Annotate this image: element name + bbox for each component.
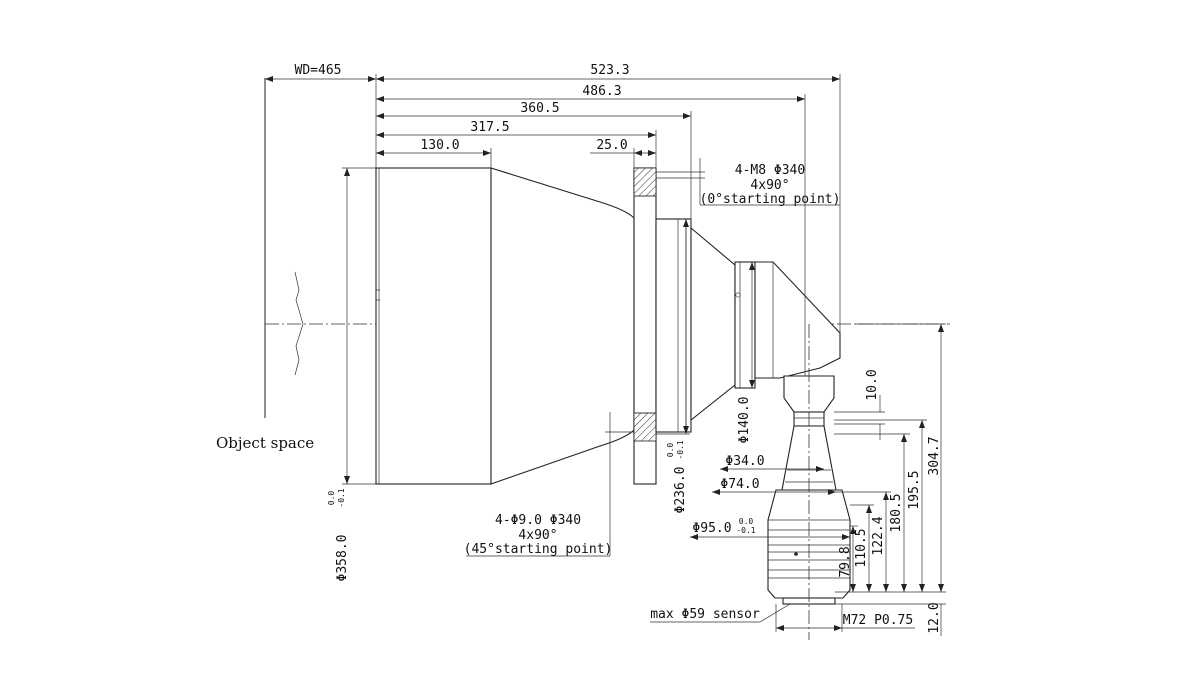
label-486: 486.3	[582, 84, 621, 99]
dim-358	[342, 167, 376, 485]
label-304: 304.7	[927, 436, 942, 475]
label-mount-top-1: 4-M8 Φ340	[735, 163, 805, 178]
dim-thread	[775, 604, 915, 632]
tol-95-bottom: -0.1	[736, 526, 755, 535]
label-140: Φ140.0	[737, 397, 752, 444]
sensor-leader	[650, 603, 791, 623]
label-74: Φ74.0	[720, 477, 759, 492]
dim-110	[850, 504, 874, 592]
label-object-space: Object space	[216, 434, 314, 452]
label-358: Φ358.0	[335, 535, 350, 582]
label-236: Φ236.0	[673, 467, 688, 514]
label-95: Φ95.0	[692, 521, 731, 536]
label-10: 10.0	[865, 369, 880, 400]
label-79: 79.8	[838, 546, 853, 577]
mount-top-leader	[656, 158, 840, 206]
label-mount-top-3: (0°starting point)	[700, 192, 841, 207]
label-317: 317.5	[470, 120, 509, 135]
rear-body	[655, 218, 736, 433]
label-holes-2: 4x90°	[518, 528, 557, 543]
prism-housing	[734, 261, 841, 389]
dim-130	[376, 148, 492, 168]
dim-122	[836, 491, 891, 592]
label-holes-3: (45°starting point)	[464, 542, 613, 557]
label-110: 110.5	[854, 528, 869, 567]
label-523: 523.3	[590, 63, 629, 78]
vertical-optics	[767, 324, 851, 640]
lens-front-barrel	[375, 167, 492, 485]
label-thread: M72 P0.75	[843, 613, 913, 628]
object-plane	[264, 78, 304, 418]
label-mount-top-2: 4x90°	[750, 178, 789, 193]
label-wd: WD=465	[295, 63, 342, 78]
label-sensor: max Φ59 sensor	[650, 607, 760, 622]
label-34: Φ34.0	[725, 454, 764, 469]
dim-486	[376, 94, 806, 376]
tol-236-bottom: -0.1	[676, 440, 685, 459]
mounting-flange	[633, 167, 657, 485]
label-holes-1: 4-Φ9.0 Φ340	[495, 513, 581, 528]
dim-304	[855, 323, 946, 592]
dim-236	[656, 219, 690, 435]
dim-12	[835, 591, 946, 636]
label-25: 25.0	[596, 138, 627, 153]
dim-25	[590, 148, 656, 168]
lens-cone-section	[490, 167, 635, 485]
label-12: 12.0	[927, 602, 942, 633]
tol-95-top: 0.0	[739, 517, 754, 526]
holes-leader	[466, 412, 634, 557]
label-122: 122.4	[871, 516, 886, 555]
label-195: 195.5	[907, 470, 922, 509]
dim-10	[834, 395, 885, 440]
label-130: 130.0	[420, 138, 459, 153]
label-180: 180.5	[889, 493, 904, 532]
dim-317	[376, 130, 657, 168]
dim-195	[834, 419, 927, 592]
tol-358-bottom: -0.1	[337, 488, 346, 507]
label-360: 360.5	[520, 101, 559, 116]
dim-79	[850, 525, 858, 592]
dim-180	[834, 433, 910, 592]
tol-236-top: 0.0	[666, 443, 675, 458]
dim-360	[376, 111, 692, 222]
tol-358-top: 0.0	[327, 491, 336, 506]
